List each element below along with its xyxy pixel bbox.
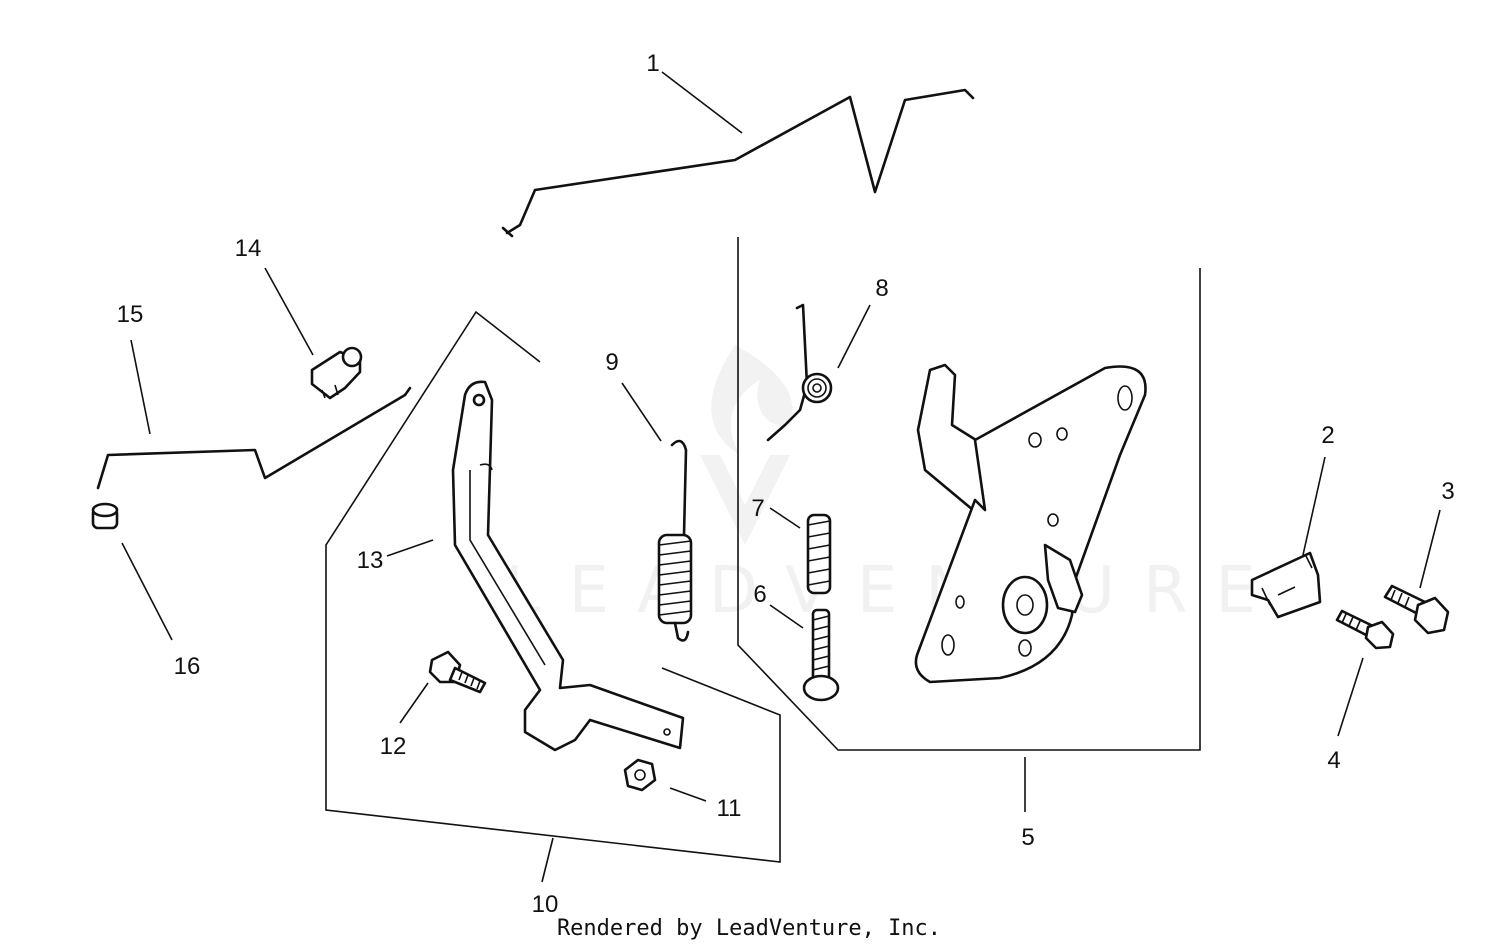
callout-15: 15 bbox=[117, 301, 144, 328]
callout-1: 1 bbox=[646, 50, 659, 77]
part-15-link-rod bbox=[96, 386, 412, 490]
watermark-logo bbox=[700, 345, 793, 545]
callout-4: 4 bbox=[1327, 747, 1340, 774]
part-1-throttle-rod bbox=[505, 88, 975, 235]
callout-5: 5 bbox=[1021, 824, 1034, 851]
part-14-rod-clip bbox=[310, 346, 363, 400]
part-5-control-plate bbox=[914, 363, 1147, 684]
part-6-screw bbox=[802, 608, 840, 702]
part-11-nut bbox=[623, 758, 657, 792]
callout-3: 3 bbox=[1441, 478, 1454, 505]
callout-11: 11 bbox=[717, 795, 742, 822]
part-8-torsion-spring bbox=[766, 303, 833, 442]
part-4-bolt bbox=[1335, 609, 1395, 650]
callout-7: 7 bbox=[751, 495, 764, 522]
callout-2: 2 bbox=[1321, 422, 1334, 449]
callout-9: 9 bbox=[605, 349, 618, 376]
part-16-plug bbox=[91, 502, 119, 530]
leader-lines bbox=[121, 71, 1441, 883]
callout-labels: 1 2 3 4 5 6 7 8 9 10 11 12 13 14 15 16 bbox=[117, 50, 1455, 918]
part-7-compression-spring bbox=[806, 513, 832, 595]
part-13-control-lever bbox=[451, 380, 685, 752]
assembly-5-bracket bbox=[737, 237, 1201, 751]
callout-14: 14 bbox=[235, 235, 262, 262]
part-9-spring bbox=[657, 439, 693, 642]
watermark-text: LEADVENTURE bbox=[505, 554, 1284, 628]
assembly-10-bracket bbox=[325, 310, 781, 863]
render-credit: Rendered by LeadVenture, Inc. bbox=[557, 916, 941, 941]
part-2-clip bbox=[1250, 551, 1322, 619]
callout-12: 12 bbox=[380, 733, 407, 760]
callout-13: 13 bbox=[357, 547, 384, 574]
part-3-bolt bbox=[1383, 584, 1450, 635]
callout-16: 16 bbox=[174, 653, 201, 680]
part-12-bolt bbox=[428, 650, 487, 694]
callout-6: 6 bbox=[753, 581, 766, 608]
callout-10: 10 bbox=[532, 891, 559, 918]
callout-8: 8 bbox=[875, 275, 888, 302]
